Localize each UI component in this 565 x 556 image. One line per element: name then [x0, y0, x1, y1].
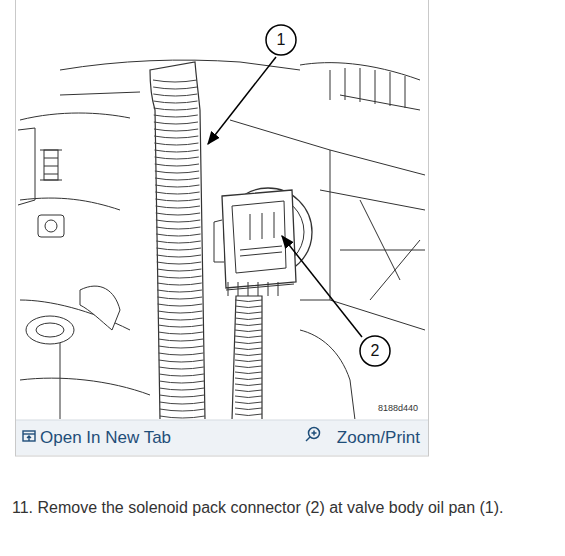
open-tab-icon [23, 431, 35, 441]
callout-number: 2 [371, 342, 380, 360]
drawing [18, 60, 425, 419]
callout-circle: 2 [359, 335, 391, 367]
bolt-head [38, 215, 64, 237]
leader-line [208, 57, 276, 144]
connector-tab [214, 220, 224, 262]
toolbar-rule [16, 420, 428, 421]
ring-fitting [36, 323, 64, 337]
bolt-hole [45, 220, 57, 232]
link-text: Open In New Tab [40, 428, 171, 448]
toolbar-bar [16, 420, 428, 455]
figure-id: 8188d440 [378, 403, 418, 413]
conduit-ribs [235, 300, 262, 416]
pan-edge [20, 113, 130, 120]
bolt [44, 150, 58, 180]
zoom-icon [306, 428, 320, 442]
figure-frame [16, 0, 429, 456]
connector-latch [240, 246, 282, 256]
harness-conduit [232, 296, 262, 419]
leader-line [282, 236, 362, 337]
pan-edge [230, 120, 425, 175]
callout-number: 1 [277, 31, 286, 49]
clip [80, 286, 120, 330]
hose-ribs [153, 80, 205, 418]
pan-edge [20, 198, 150, 419]
housing-ribs [330, 68, 405, 108]
corrugated-hose [150, 62, 205, 419]
housing-edge [340, 95, 420, 110]
ring-fitting [26, 316, 74, 344]
link-text: Zoom/Print [337, 428, 420, 448]
connector-terminals [250, 212, 274, 240]
connector-face [232, 201, 286, 273]
step-instruction: 11. Remove the solenoid pack connector (… [12, 499, 558, 517]
callout-circle: 1 [265, 24, 297, 56]
connector-base [226, 284, 294, 290]
bracket [18, 128, 35, 205]
bolt-thread [40, 150, 62, 180]
pan-rib [360, 200, 420, 300]
housing-edge [60, 92, 140, 95]
